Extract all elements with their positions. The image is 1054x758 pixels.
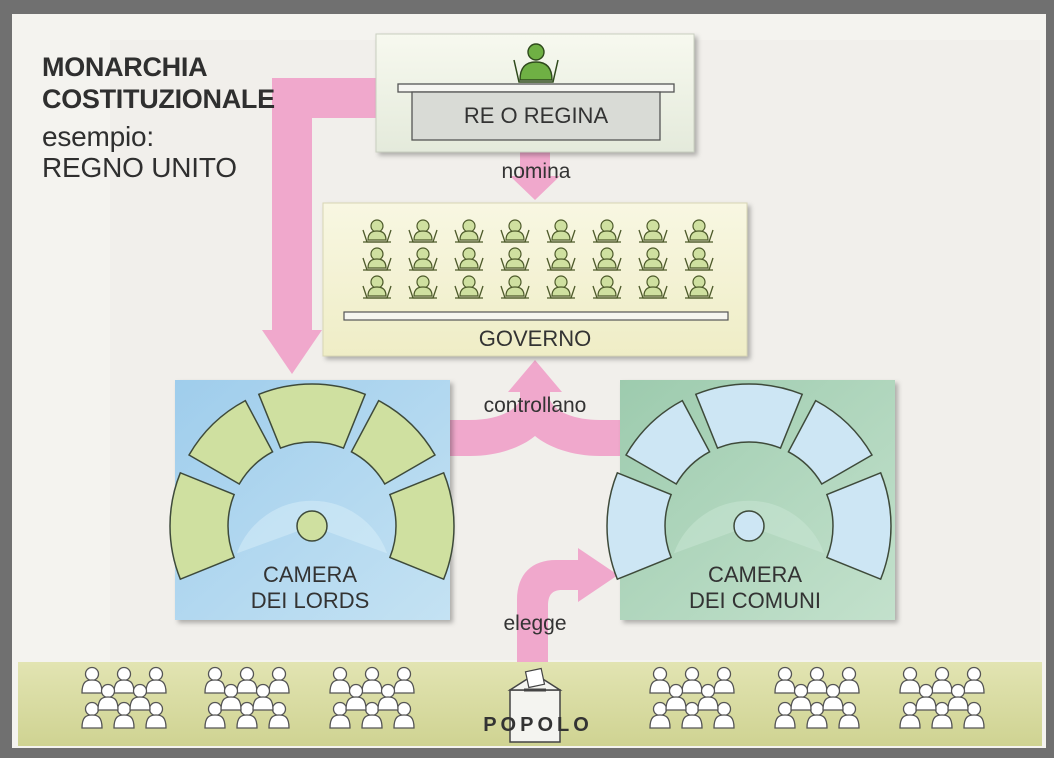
- diagram-title-line2: COSTITUZIONALE: [42, 84, 275, 114]
- speaker-seat: [733, 510, 765, 542]
- seat-block: [350, 399, 437, 486]
- commons-seating: [606, 383, 892, 581]
- seat-block: [257, 383, 367, 450]
- seat-block: [825, 471, 892, 581]
- appoints-label: nomina: [501, 160, 571, 183]
- lords-label-line2: DEI LORDS: [250, 588, 370, 613]
- government-panel: [322, 202, 748, 357]
- lords-seating: [169, 383, 455, 581]
- arrow-appoints: [510, 150, 560, 200]
- commons-label-line2: DEI COMUNI: [689, 588, 821, 613]
- seat-block: [388, 471, 455, 581]
- chamber-floor: [673, 500, 825, 554]
- chamber-floor: [236, 500, 388, 554]
- elects-label: elegge: [503, 612, 567, 635]
- diagram-subtitle-line2: REGNO UNITO: [42, 152, 237, 183]
- commons-label-line1: CAMERA: [707, 562, 803, 587]
- monarch-figure-icon: [513, 43, 559, 83]
- arrow-elects: [517, 548, 618, 662]
- seat-block: [787, 399, 874, 486]
- seat-block: [169, 471, 236, 581]
- arrow-monarch-to-lords: [262, 78, 378, 374]
- seat-block: [606, 471, 673, 581]
- throne-desk-front: [411, 91, 661, 141]
- ballot-box-icon: [507, 667, 563, 743]
- lords-label-line1: CAMERA: [262, 562, 358, 587]
- arrow-control: [450, 360, 624, 456]
- monarch-label: RE O REGINA: [463, 103, 609, 128]
- seat-block: [187, 399, 274, 486]
- seat-block: [624, 399, 711, 486]
- diagram-subtitle-line1: esempio:: [42, 121, 155, 152]
- government-desk: [343, 311, 729, 321]
- speaker-seat: [296, 510, 328, 542]
- people-label: POPOLO: [483, 714, 593, 736]
- control-label: controllano: [483, 394, 587, 417]
- diagram-title-line1: MONARCHIA: [42, 52, 208, 82]
- seat-block: [694, 383, 804, 450]
- throne-desk-top: [397, 83, 675, 93]
- government-label: GOVERNO: [478, 326, 592, 351]
